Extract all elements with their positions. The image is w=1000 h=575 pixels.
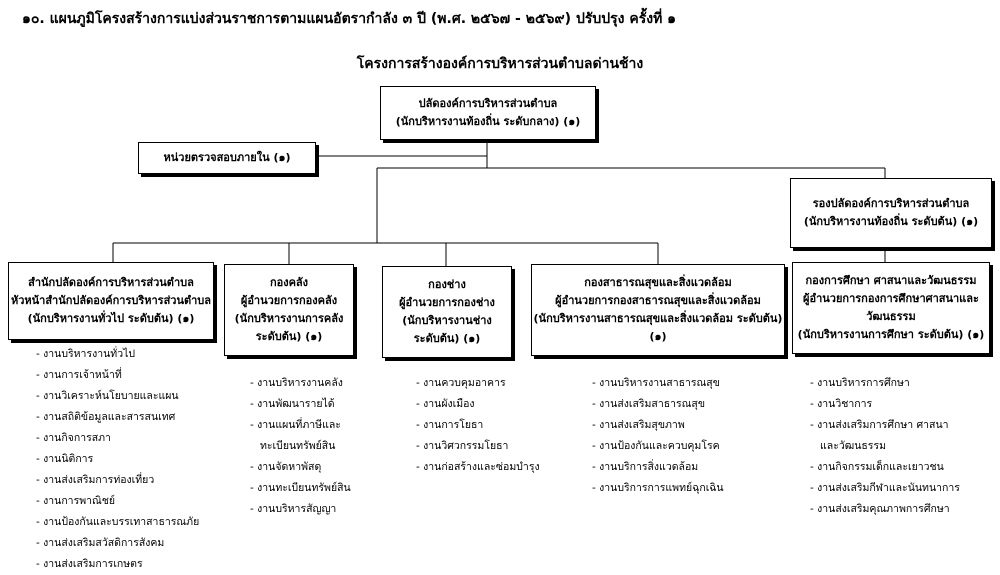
department-line: (นักบริหารงานสาธารณสุขและสิ่งแวดล้อม ระด… — [533, 312, 783, 325]
list-item: - งานส่งเสริมสวัสดิการสังคม — [36, 537, 165, 549]
list-item: - งานกิจกรรมเด็กและเยาวชน — [810, 461, 944, 473]
list-item: - งานบริหารงานทั่วไป — [36, 348, 136, 360]
task-list-engineering: - งานควบคุมอาคาร - งานผังเมือง - งานการโ… — [416, 373, 540, 478]
page-heading: ๑๐. แผนภูมิโครงสร้างการแบ่งส่วนราชการตาม… — [22, 11, 677, 27]
list-item: - งานวิชาการ — [810, 398, 873, 410]
list-item: - งานแผนที่ภาษีและ — [250, 419, 341, 431]
task-list-finance: - งานบริหารงานคลัง - งานพัฒนารายได้ - งา… — [250, 373, 351, 520]
list-item: - งานก่อสร้างและซ่อมบำรุง — [416, 461, 540, 473]
department-line: หัวหน้าสำนักปลัดองค์การบริหารส่วนตำบล — [10, 294, 212, 307]
list-item: - งานผังเมือง — [416, 398, 475, 410]
department-line: กองคลัง — [269, 276, 309, 289]
chief-administrator-title: ปลัดองค์การบริหารส่วนตำบล — [418, 97, 558, 110]
list-item: - งานการเจ้าหน้าที่ — [36, 369, 122, 381]
department-line: (นักบริหารงานการศึกษา ระดับต้น) (๑) — [797, 328, 985, 341]
list-item: - งานป้องกันและควบคุมโรค — [592, 440, 720, 452]
list-item: - งานการพาณิชย์ — [36, 495, 116, 507]
department-box-public-health: กองสาธารณสุขและสิ่งแวดล้อม ผู้อำนวยการกอ… — [531, 264, 785, 356]
department-line: (นักบริหารงานการคลัง — [234, 312, 344, 325]
list-item: และวัฒนธรรม — [820, 440, 887, 452]
list-item: - งานบริหารการศึกษา — [810, 377, 910, 389]
list-item: - งานส่งเสริมการท่องเที่ยว — [36, 474, 155, 486]
internal-audit-title: หน่วยตรวจสอบภายใน (๑) — [163, 151, 291, 164]
department-box-office: สำนักปลัดองค์การบริหารส่วนตำบล หัวหน้าสำ… — [8, 262, 214, 340]
chief-administrator-level: (นักบริหารงานท้องถิ่น ระดับกลาง) (๑) — [395, 115, 581, 128]
list-item: - งานจัดหาพัสดุ — [250, 461, 322, 473]
deputy-administrator-box: รองปลัดองค์การบริหารส่วนตำบล (นักบริหารง… — [790, 178, 992, 248]
deputy-administrator-level: (นักบริหารงานท้องถิ่น ระดับต้น) (๑) — [803, 215, 979, 228]
list-item: - งานวิเคราะห์นโยบายและแผน — [36, 390, 179, 402]
list-item: - งานส่งเสริมสาธารณสุข — [592, 398, 705, 410]
department-line: ระดับต้น) (๑) — [255, 330, 323, 343]
department-line: (๑) — [649, 330, 667, 343]
list-item: - งานควบคุมอาคาร — [416, 377, 506, 389]
list-item: - งานทะเบียนทรัพย์สิน — [250, 482, 351, 494]
list-item: - งานส่งเสริมการศึกษา ศาสนา — [810, 419, 949, 431]
department-box-engineering: กองช่าง ผู้อำนวยการกองช่าง (นักบริหารงาน… — [382, 266, 512, 358]
task-list-education: - งานบริหารการศึกษา - งานวิชาการ - งานส่… — [810, 373, 960, 520]
department-box-finance: กองคลัง ผู้อำนวยการกองคลัง (นักบริหารงาน… — [224, 264, 354, 356]
department-line: กองช่าง — [428, 278, 466, 291]
chief-administrator-box: ปลัดองค์การบริหารส่วนตำบล (นักบริหารงานท… — [380, 86, 596, 140]
list-item: - งานบริหารงานคลัง — [250, 377, 343, 389]
task-list-office: - งานบริหารงานทั่วไป - งานการเจ้าหน้าที่… — [36, 344, 199, 575]
list-item: - งานบริหารงานสาธารณสุข — [592, 377, 720, 389]
list-item: - งานส่งเสริมคุณภาพการศึกษา — [810, 503, 950, 515]
list-item: ทะเบียนทรัพย์สิน — [260, 440, 336, 452]
internal-audit-box: หน่วยตรวจสอบภายใน (๑) — [138, 142, 316, 174]
list-item: - งานส่งเสริมสุขภาพ — [592, 419, 685, 431]
list-item: - งานป้องกันและบรรเทาสาธารณภัย — [36, 516, 200, 528]
list-item: - งานบริหารสัญญา — [250, 503, 337, 515]
department-line: กองการศึกษา ศาสนาและวัฒนธรรม — [805, 274, 977, 287]
department-box-education: กองการศึกษา ศาสนาและวัฒนธรรม ผู้อำนวยการ… — [792, 262, 990, 354]
list-item: - งานการโยธา — [416, 419, 484, 431]
department-line: ผู้อำนวยการกองสาธารณสุขและสิ่งแวดล้อม — [555, 294, 761, 307]
list-item: - งานบริการสิ่งแวดล้อม — [592, 461, 699, 473]
department-line: กองสาธารณสุขและสิ่งแวดล้อม — [584, 276, 732, 289]
department-line: (นักบริหารงานทั่วไป ระดับต้น) (๑) — [27, 312, 195, 325]
department-line: (นักบริหารงานช่าง — [402, 314, 492, 327]
department-line: ผู้อำนวยการกองช่าง — [399, 296, 495, 309]
chart-title: โครงการสร้างองค์การบริหารส่วนตำบลด่านช้า… — [356, 56, 644, 72]
task-list-public-health: - งานบริหารงานสาธารณสุข - งานส่งเสริมสาธ… — [592, 373, 724, 499]
list-item: - งานนิติการ — [36, 453, 94, 465]
list-item: - งานพัฒนารายได้ — [250, 398, 335, 410]
department-line: วัฒนธรรม — [866, 310, 916, 323]
department-line: สำนักปลัดองค์การบริหารส่วนตำบล — [28, 276, 194, 289]
department-line: ระดับต้น) (๑) — [413, 332, 481, 345]
list-item: - งานส่งเสริมกีฬาและนันทนาการ — [810, 482, 960, 494]
deputy-administrator-title: รองปลัดองค์การบริหารส่วนตำบล — [812, 197, 970, 210]
list-item: - งานวิศวกรรมโยธา — [416, 440, 509, 452]
list-item: - งานสถิติข้อมูลและสารสนเทศ — [36, 411, 176, 423]
list-item: - งานกิจการสภา — [36, 432, 111, 444]
list-item: - งานส่งเสริมการเกษตร — [36, 558, 143, 570]
list-item: - งานบริการการแพทย์ฉุกเฉิน — [592, 482, 724, 494]
department-line: ผู้อำนวยการกองการศึกษาศาสนาและ — [803, 292, 979, 305]
department-line: ผู้อำนวยการกองคลัง — [240, 294, 338, 307]
